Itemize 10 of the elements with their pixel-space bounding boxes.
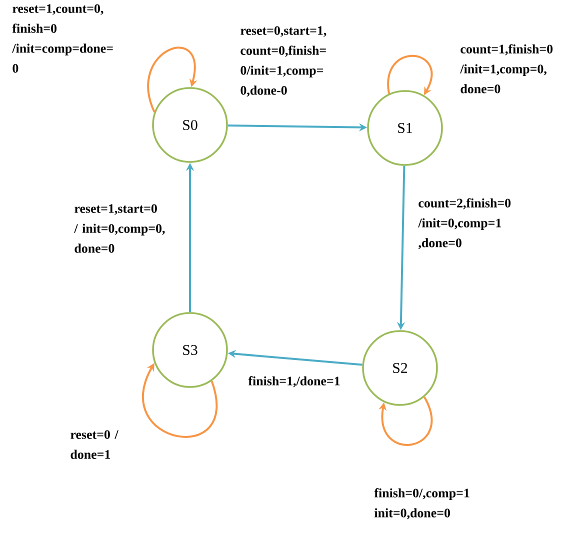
self-loop-arrow: [378, 396, 433, 446]
edge-label: count=2,finish=0 /init=0,comp=1 ,done=0: [418, 198, 511, 250]
edge-label: reset=0,start=1, count=0,finish= 0/init=1,comp= 0,done-0: [240, 26, 326, 97]
edge-label: reset=1,start=0 / init=0,comp=0, done=0: [74, 204, 165, 253]
edge-label: finish=0/,comp=1 init=0,done=0: [374, 488, 470, 520]
edge-label: finish=1,/done=1: [248, 376, 340, 388]
edge-label: reset=0 / done=1: [70, 430, 118, 459]
edge-label: count=1,finish=0 /init=1,comp=0, done=0: [460, 44, 553, 94]
edge-label: reset=1,count=0, finish=0 /init=comp=done= 0: [12, 4, 113, 73]
self-loop-arrow: [147, 46, 198, 112]
